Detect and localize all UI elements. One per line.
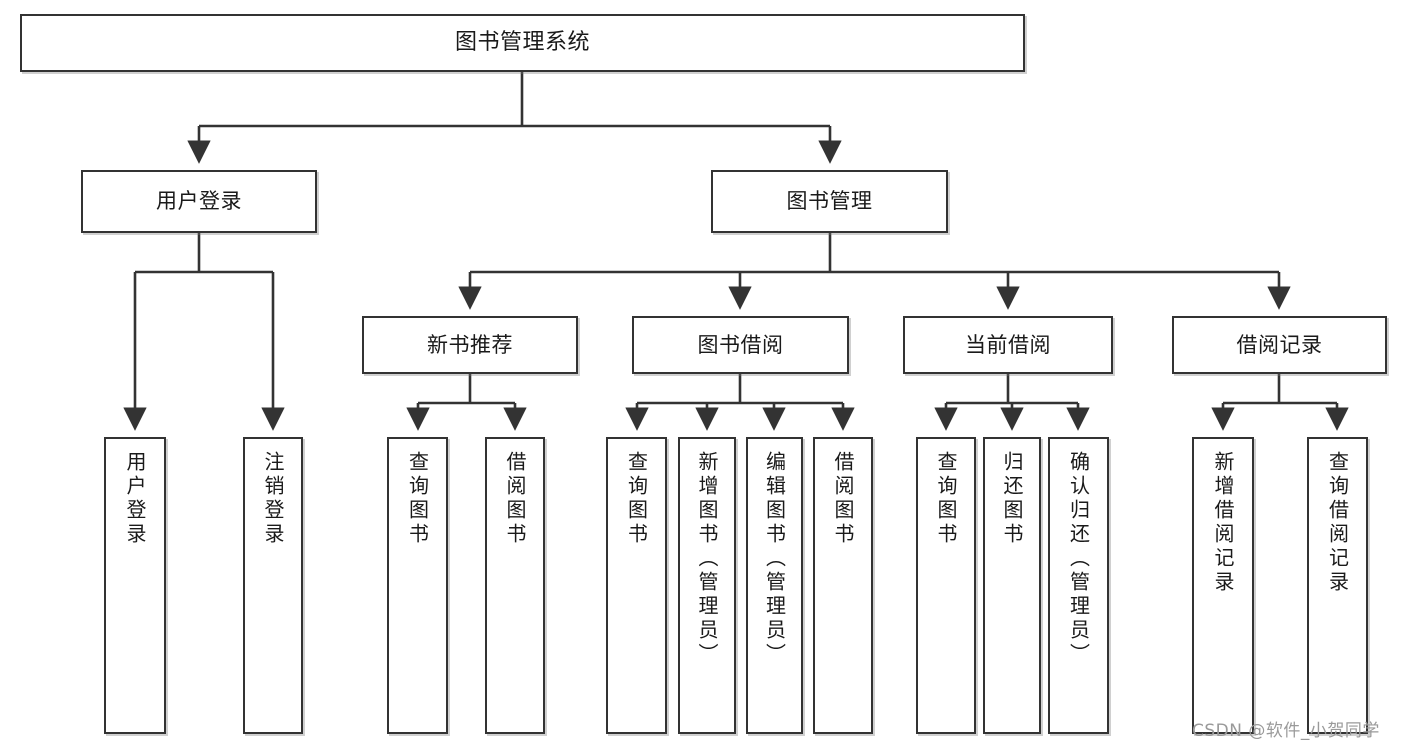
node-leaf-add-record-label: 新增借阅记录 <box>1211 451 1235 595</box>
node-leaf-confirm-return-label: 确认归还（管理员） <box>1066 451 1091 667</box>
node-new-book-rec[interactable]: 新书推荐 <box>362 316 578 374</box>
node-leaf-edit-book-label: 编辑图书（管理员） <box>762 451 787 667</box>
watermark: CSDN @软件_小贺同学 <box>1192 721 1380 741</box>
node-current-borrow[interactable]: 当前借阅 <box>903 316 1113 374</box>
node-leaf-return-book[interactable]: 归还图书 <box>983 437 1041 734</box>
node-leaf-edit-book[interactable]: 编辑图书（管理员） <box>746 437 803 734</box>
node-root-label: 图书管理系统 <box>454 30 590 56</box>
node-leaf-query-book-3-label: 查询图书 <box>934 451 958 547</box>
node-leaf-borrow-book-2-label: 借阅图书 <box>831 451 855 547</box>
node-leaf-confirm-return[interactable]: 确认归还（管理员） <box>1048 437 1109 734</box>
node-root[interactable]: 图书管理系统 <box>20 14 1025 72</box>
node-user-login[interactable]: 用户登录 <box>81 170 317 233</box>
node-leaf-borrow-book-2[interactable]: 借阅图书 <box>813 437 873 734</box>
node-user-login-label: 用户登录 <box>156 189 242 214</box>
node-leaf-add-record[interactable]: 新增借阅记录 <box>1192 437 1254 734</box>
node-book-borrow-label: 图书借阅 <box>697 332 784 357</box>
node-leaf-query-book-1[interactable]: 查询图书 <box>387 437 448 734</box>
node-leaf-user-login-label: 用户登录 <box>123 451 147 547</box>
node-leaf-query-record[interactable]: 查询借阅记录 <box>1307 437 1368 734</box>
node-book-borrow[interactable]: 图书借阅 <box>632 316 849 374</box>
node-leaf-query-book-2[interactable]: 查询图书 <box>606 437 667 734</box>
node-borrow-record-label: 借阅记录 <box>1236 332 1323 357</box>
node-leaf-query-record-label: 查询借阅记录 <box>1325 451 1350 595</box>
node-book-manage[interactable]: 图书管理 <box>711 170 948 233</box>
node-borrow-record[interactable]: 借阅记录 <box>1172 316 1387 374</box>
node-leaf-borrow-book-1[interactable]: 借阅图书 <box>485 437 545 734</box>
node-leaf-query-book-1-label: 查询图书 <box>405 451 430 547</box>
node-leaf-add-book-label: 新增图书（管理员） <box>695 451 719 667</box>
node-leaf-return-book-label: 归还图书 <box>1000 451 1024 547</box>
node-leaf-query-book-2-label: 查询图书 <box>624 451 649 547</box>
node-leaf-user-login[interactable]: 用户登录 <box>104 437 166 734</box>
node-book-manage-label: 图书管理 <box>786 189 873 214</box>
node-leaf-user-logout[interactable]: 注销登录 <box>243 437 303 734</box>
node-leaf-user-logout-label: 注销登录 <box>261 451 285 547</box>
node-new-book-rec-label: 新书推荐 <box>427 332 513 357</box>
node-leaf-query-book-3[interactable]: 查询图书 <box>916 437 976 734</box>
node-leaf-borrow-book-1-label: 借阅图书 <box>503 451 527 547</box>
node-current-borrow-label: 当前借阅 <box>965 332 1051 357</box>
node-leaf-add-book[interactable]: 新增图书（管理员） <box>678 437 736 734</box>
